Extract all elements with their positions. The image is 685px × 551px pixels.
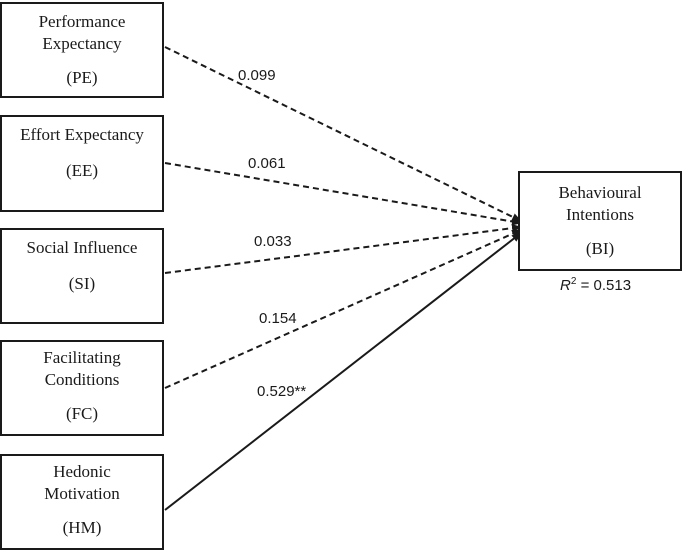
- construct-abbreviation: (SI): [68, 274, 96, 293]
- path-ee-to-bi: [164, 162, 522, 226]
- construct-name-line2: Motivation: [44, 484, 120, 503]
- path-pe-to-bi: [164, 46, 522, 222]
- construct-box-fc: Facilitating Conditions (FC): [0, 340, 164, 436]
- construct-name-line1: Social Influence: [26, 238, 138, 257]
- path-fc-to-bi: [164, 229, 522, 389]
- r-squared-symbol: R: [560, 277, 571, 294]
- path-si-to-bi: [164, 224, 522, 274]
- construct-box-ee: Effort Expectancy (EE): [0, 115, 164, 212]
- construct-name-line1: Facilitating: [43, 348, 121, 367]
- construct-box-hm: Hedonic Motivation (HM): [0, 454, 164, 550]
- construct-box-si: Social Influence (SI): [0, 228, 164, 324]
- construct-box-pe: Performance Expectancy (PE): [0, 2, 164, 98]
- path-coefficient-fc: 0.154: [259, 310, 297, 327]
- construct-name-line2: Intentions: [566, 205, 634, 224]
- construct-abbreviation: (BI): [585, 239, 615, 258]
- path-coefficient-si: 0.033: [254, 233, 292, 250]
- construct-abbreviation: (HM): [62, 518, 102, 537]
- path-coefficient-hm: 0.529**: [257, 383, 307, 400]
- construct-name-line1: Hedonic: [53, 462, 111, 481]
- construct-name-line2: Expectancy: [42, 34, 122, 53]
- construct-abbreviation: (FC): [65, 404, 99, 423]
- construct-name-line2: Conditions: [44, 370, 120, 389]
- r-squared-value: = 0.513: [580, 277, 632, 294]
- path-coefficient-pe: 0.099: [238, 67, 276, 84]
- path-hm-to-bi: [164, 232, 522, 511]
- construct-name-line1: Effort Expectancy: [20, 125, 144, 144]
- r-squared-label: R2 = 0.513: [560, 276, 631, 294]
- r-squared-exponent: 2: [570, 276, 577, 287]
- construct-abbreviation: (PE): [66, 68, 98, 87]
- construct-name-line1: Performance: [38, 12, 126, 31]
- construct-box-bi: Behavioural Intentions (BI): [518, 171, 682, 271]
- path-coefficient-ee: 0.061: [248, 155, 286, 172]
- construct-abbreviation: (EE): [65, 161, 99, 180]
- construct-name-line1: Behavioural: [558, 183, 642, 202]
